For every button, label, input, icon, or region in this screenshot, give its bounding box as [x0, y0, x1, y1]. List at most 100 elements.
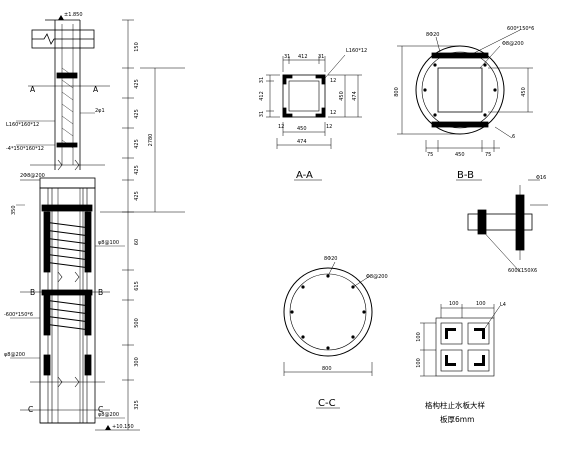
- lacing-bars: [61, 67, 74, 149]
- plan-quad-bl: [440, 349, 463, 372]
- aa-dim-left-1: 412: [259, 91, 265, 101]
- dim-chain-4: 425: [134, 165, 140, 175]
- aa-dim-left-2: 31: [259, 111, 265, 117]
- bottom-level-marker-icon: [105, 425, 111, 430]
- embedded-column: [57, 187, 81, 424]
- dim-chain-6: 60: [134, 239, 140, 245]
- section-cc-stirrup-circle: [289, 273, 367, 351]
- section-aa-title: A-A: [296, 170, 313, 181]
- plate-left-3: [43, 354, 51, 376]
- detail-note: 板厚6mm: [440, 414, 474, 424]
- bb-plate-label: 600*150*6: [507, 26, 534, 32]
- bb-dim-bottom-2: 75: [485, 152, 491, 158]
- plate-right-1: [84, 211, 92, 273]
- detail-plate: [467, 213, 533, 231]
- detail-dim-a: 100: [449, 301, 459, 307]
- aa-dim-bottom-2: 12: [326, 124, 332, 130]
- bar-label: 2φ1: [95, 108, 105, 114]
- plate-right-3: [84, 354, 92, 376]
- plate-left-1: [43, 211, 51, 273]
- drawing-text: ±1.850 A A B B C C L160*160*12 -4*150*16…: [4, 12, 546, 430]
- plate-left-2: [43, 294, 51, 336]
- bb-dim-height: 800: [394, 87, 400, 97]
- dim-top-label: 2Φ8@200: [20, 173, 45, 179]
- water-stop-2: [41, 289, 93, 296]
- bb-dim-small: 6: [512, 134, 515, 140]
- plate-detail-plan: [420, 304, 501, 377]
- dim-chain-0: 150: [134, 42, 140, 52]
- aa-dim-bottom-1: 450: [297, 126, 307, 132]
- plate5-label: φ8@200: [98, 412, 119, 418]
- dim-chain-7: 615: [134, 281, 140, 291]
- batten-plate-1: [56, 72, 78, 79]
- section-cc-title: C-C: [318, 398, 336, 409]
- plate-right-2: [84, 294, 92, 336]
- angle-bl: [282, 107, 293, 118]
- section-cc-rebars: [290, 274, 366, 350]
- detail-dim-c: 100: [416, 332, 422, 342]
- stirrups-zone1: [43, 221, 91, 269]
- section-bb-outer-circle: [415, 45, 505, 135]
- section-b-label-left: B: [30, 288, 35, 297]
- detail-plate-label: 600X150X6: [508, 268, 537, 274]
- section-cc: [283, 261, 373, 409]
- aa-dim-bottom-0: 12: [278, 124, 284, 130]
- plan-outer: [435, 317, 495, 377]
- section-a-label-right: A: [93, 85, 99, 94]
- leader-plate-detail: [479, 227, 521, 273]
- aa-dim-top-2: 31: [318, 54, 324, 60]
- aa-dim-right-2: 474: [352, 91, 358, 101]
- section-bb-title: B-B: [457, 170, 474, 181]
- section-bb: [397, 29, 533, 181]
- cap-plate: [39, 177, 96, 189]
- aa-dim-right-3: 12: [330, 110, 336, 116]
- aa-dim-left-0: 31: [259, 77, 265, 83]
- section-c-label-right: C: [98, 405, 103, 414]
- aa-dim-right-1: 450: [339, 91, 345, 101]
- cc-dim-width: 800: [322, 366, 332, 372]
- aa-dim-bottom-outer: 474: [297, 139, 307, 145]
- dim-chain-2: 425: [134, 109, 140, 119]
- joint-break-icon-3: [57, 376, 80, 388]
- bottom-level-text: +10.150: [112, 424, 134, 430]
- column-elevation: [10, 15, 140, 431]
- dimension-chain: [100, 19, 185, 430]
- cc-rebar-label: 8Φ20: [324, 256, 337, 262]
- aa-dim-top-1: 412: [298, 54, 308, 60]
- plate1-label: φ8@100: [98, 240, 119, 246]
- detail-title: 格构柱止水板大样: [425, 400, 485, 410]
- water-stop-1: [41, 204, 93, 212]
- plate3-label: -600*150*6: [4, 312, 33, 318]
- angle-br: [315, 107, 326, 118]
- detail-rebar-label: Φ16: [536, 175, 546, 181]
- bb-dim-bottom-1: 450: [455, 152, 465, 158]
- section-aa-outer-square: [282, 74, 326, 118]
- dim-chain-8: 500: [134, 318, 140, 328]
- plate4-label: φ8@200: [4, 352, 25, 358]
- bb-dim-bottom-0: 75: [427, 152, 433, 158]
- section-bb-rebars: [423, 53, 497, 127]
- aa-dim-top-0: 31: [284, 54, 290, 60]
- section-bb-column: [437, 67, 483, 113]
- batten-plate-2: [56, 142, 78, 148]
- plate-detail-elevation: [467, 179, 548, 273]
- dim-chain-1: 425: [134, 79, 140, 89]
- dim-chain-5: 425: [134, 191, 140, 201]
- bot-dim-label: 350: [11, 205, 17, 215]
- joint-break-icon: [57, 159, 80, 171]
- dim-chain-3: 425: [134, 139, 140, 149]
- section-aa: [266, 54, 362, 181]
- break-line: [32, 33, 94, 45]
- stirrups-zone2: [43, 299, 91, 331]
- detail-column-left: [477, 209, 487, 235]
- angle-tr: [315, 74, 326, 85]
- dim-total: 2780: [148, 134, 154, 147]
- joint-break-icon-2: [57, 271, 80, 283]
- plan-quad-tl: [440, 322, 463, 345]
- bb-stirrup-label: Φ8@200: [502, 41, 524, 47]
- plan-quad-tr: [467, 322, 490, 345]
- detail-dim-b: 100: [476, 301, 486, 307]
- detail-angle-label: L4: [500, 302, 506, 308]
- aa-angle-label: L160*12: [346, 48, 367, 54]
